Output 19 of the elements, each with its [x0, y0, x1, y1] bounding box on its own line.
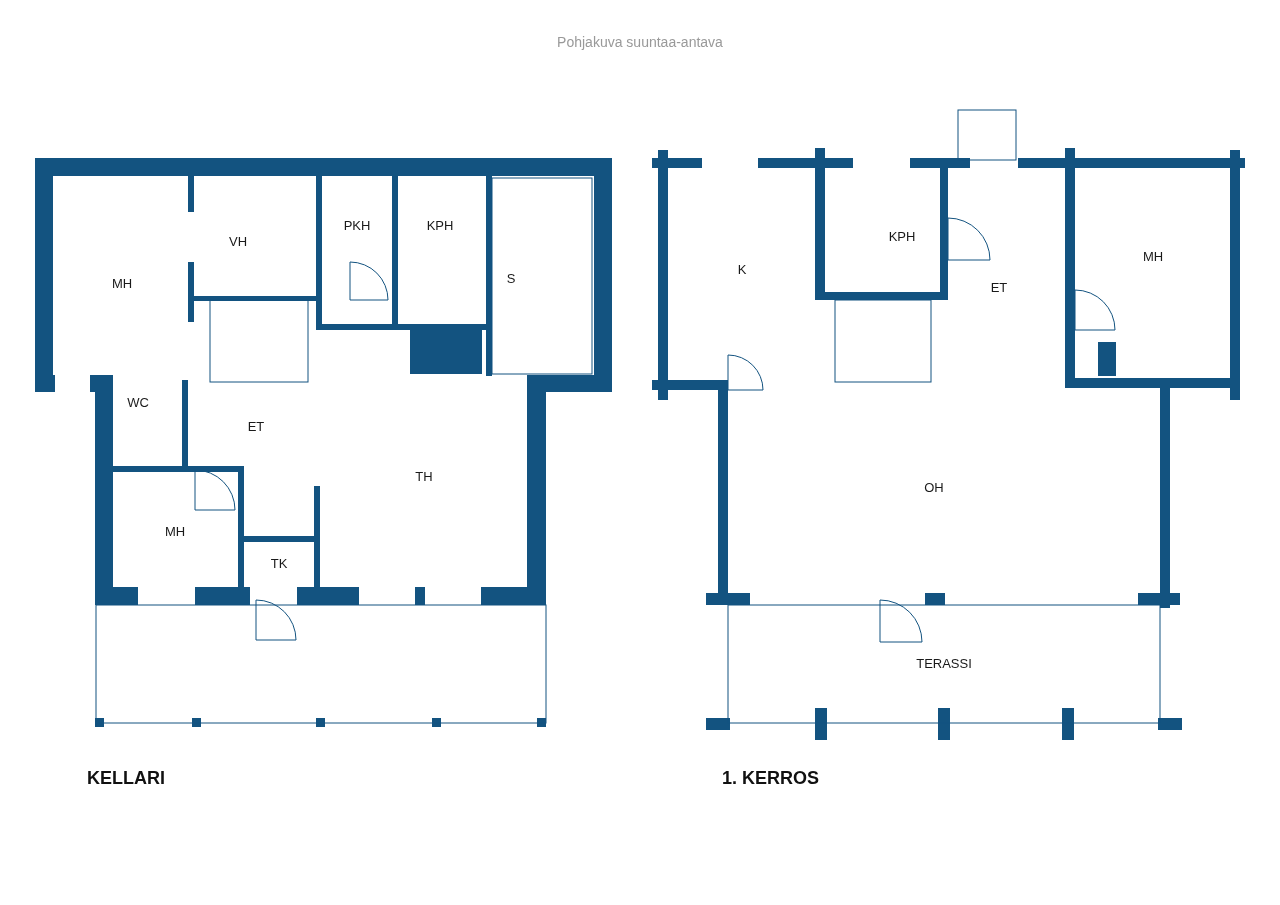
room-label: OH: [924, 479, 944, 495]
room-label: S: [506, 270, 516, 286]
room-label: ET: [990, 279, 1008, 295]
floor-name: KELLARI: [87, 768, 165, 789]
room-label: PKH: [343, 217, 371, 233]
room-label: ET: [247, 418, 265, 434]
room-label: KPH: [426, 217, 454, 233]
room-label: TH: [415, 468, 433, 484]
room-label: MH: [1142, 248, 1164, 264]
room-label: MH: [164, 523, 186, 539]
plan-title: Pohjakuva suuntaa-antava: [556, 34, 724, 50]
room-label: KPH: [888, 228, 916, 244]
room-label: VH: [228, 233, 248, 249]
room-label: TERASSI: [916, 655, 972, 671]
floor-name: 1. KERROS: [722, 768, 820, 789]
room-label: MH: [111, 275, 133, 291]
room-label: K: [737, 261, 747, 277]
room-label: WC: [127, 394, 149, 410]
room-label: TK: [270, 555, 288, 571]
